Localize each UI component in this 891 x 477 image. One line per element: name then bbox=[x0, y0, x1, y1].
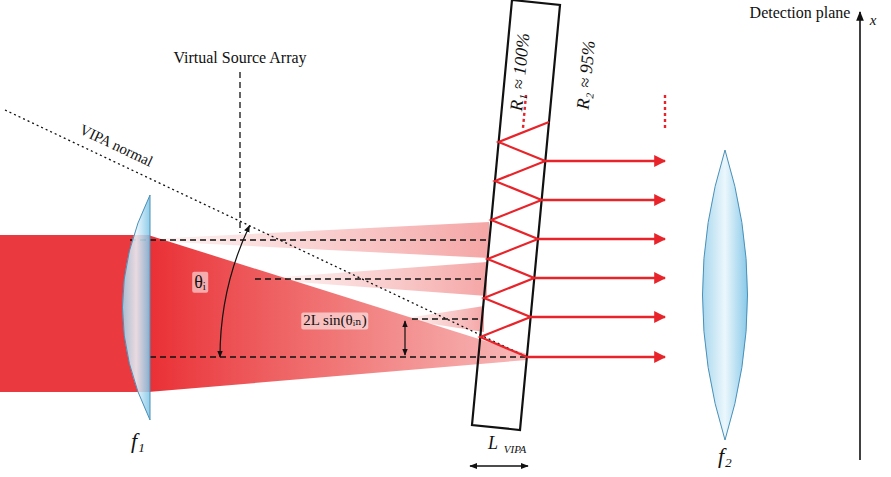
reflectivity-label: R₂ ≈ 95% bbox=[572, 40, 599, 111]
vipa-plate bbox=[472, 0, 560, 430]
vipa-normal-line bbox=[5, 110, 527, 357]
plane-title: Detection plane bbox=[750, 4, 851, 22]
offset-dimension bbox=[404, 321, 405, 355]
virtual-source-cone bbox=[130, 222, 489, 258]
thickness-subscript: VIPA bbox=[504, 443, 526, 456]
angle-label: θᵢ bbox=[192, 272, 208, 293]
focal-label: f₁ bbox=[131, 428, 145, 453]
virtual-source-cone bbox=[400, 306, 484, 332]
virtual-source-cone bbox=[255, 262, 487, 296]
output-beams bbox=[527, 161, 665, 357]
source-array-label: Virtual Source Array bbox=[173, 49, 306, 67]
axis-label: x bbox=[870, 12, 877, 29]
normal-label: VIPA normal bbox=[77, 121, 156, 170]
lens-f2 bbox=[703, 150, 748, 440]
detection-axis bbox=[859, 12, 861, 460]
thickness-label: L bbox=[488, 433, 498, 454]
offset-label: 2L sin(θᵢₙ) bbox=[301, 312, 368, 329]
angle-arc bbox=[220, 226, 250, 357]
guide-lines bbox=[130, 72, 525, 357]
reflectivity-label: R₁ ≈ 100% bbox=[506, 32, 534, 112]
thickness-dimension bbox=[470, 465, 528, 466]
focal-label: f₂ bbox=[718, 443, 732, 468]
focused-beam bbox=[148, 235, 527, 392]
lens-f1 bbox=[123, 195, 151, 420]
